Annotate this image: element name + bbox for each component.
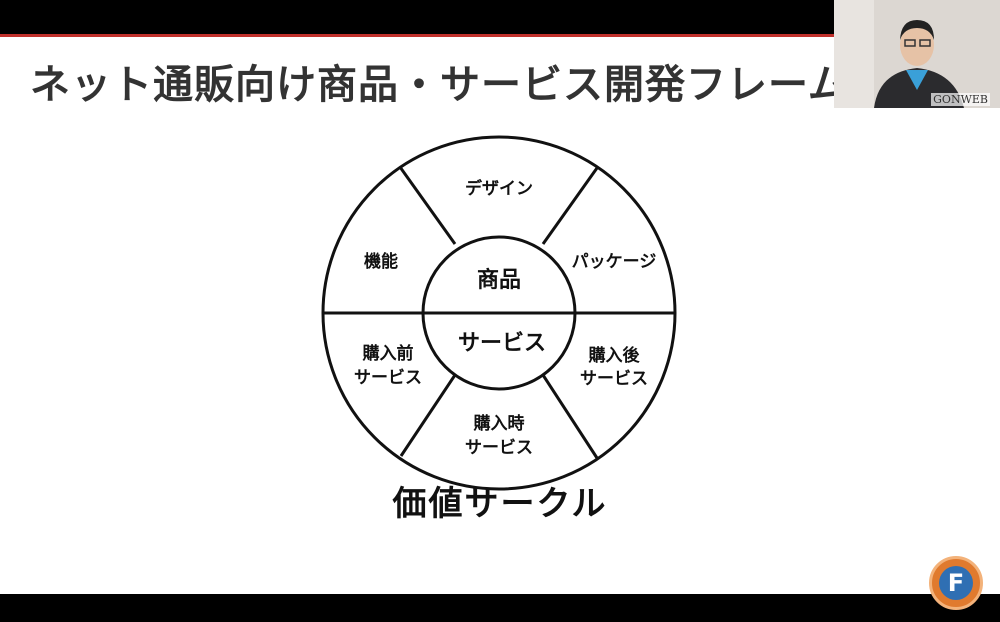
segment-package: パッケージ xyxy=(572,252,657,272)
presenter-avatar xyxy=(834,0,1000,108)
segment-after-purchase-line1: 購入後 xyxy=(589,345,641,366)
presenter-camera: GONWEB xyxy=(834,0,1000,108)
segment-during-purchase-line2: サービス xyxy=(465,438,533,458)
divider-bottom-left xyxy=(399,374,457,457)
slide-accent-line xyxy=(0,34,1000,37)
app-logo-icon[interactable]: F xyxy=(929,556,983,610)
segment-after-purchase-line2: サービス xyxy=(580,369,648,389)
segment-before-purchase-line2: サービス xyxy=(354,368,422,388)
video-bottom-bar xyxy=(0,594,1000,622)
video-top-bar xyxy=(0,0,1000,34)
camera-brand-label: GONWEB xyxy=(931,93,990,106)
divider-top-right xyxy=(541,167,599,245)
core-service: サービス xyxy=(458,331,546,356)
segment-function: 機能 xyxy=(364,251,398,272)
diagram-caption: 価値サークル xyxy=(392,484,608,524)
divider-top-left xyxy=(398,166,457,245)
segment-design: デザイン xyxy=(465,178,533,199)
segment-during-purchase-line1: 購入時 xyxy=(474,413,525,434)
segment-before-purchase-line1: 購入前 xyxy=(363,343,414,364)
core-product: 商品 xyxy=(477,267,521,293)
logo-letter: F xyxy=(939,566,973,600)
value-circle-diagram: デザイン パッケージ 購入後 サービス 購入時 サービス 購入前 サービス 機能… xyxy=(321,135,677,491)
divider-bottom-right xyxy=(541,374,599,459)
slide-title: ネット通販向け商品・サービス開発フレーム xyxy=(30,62,849,108)
